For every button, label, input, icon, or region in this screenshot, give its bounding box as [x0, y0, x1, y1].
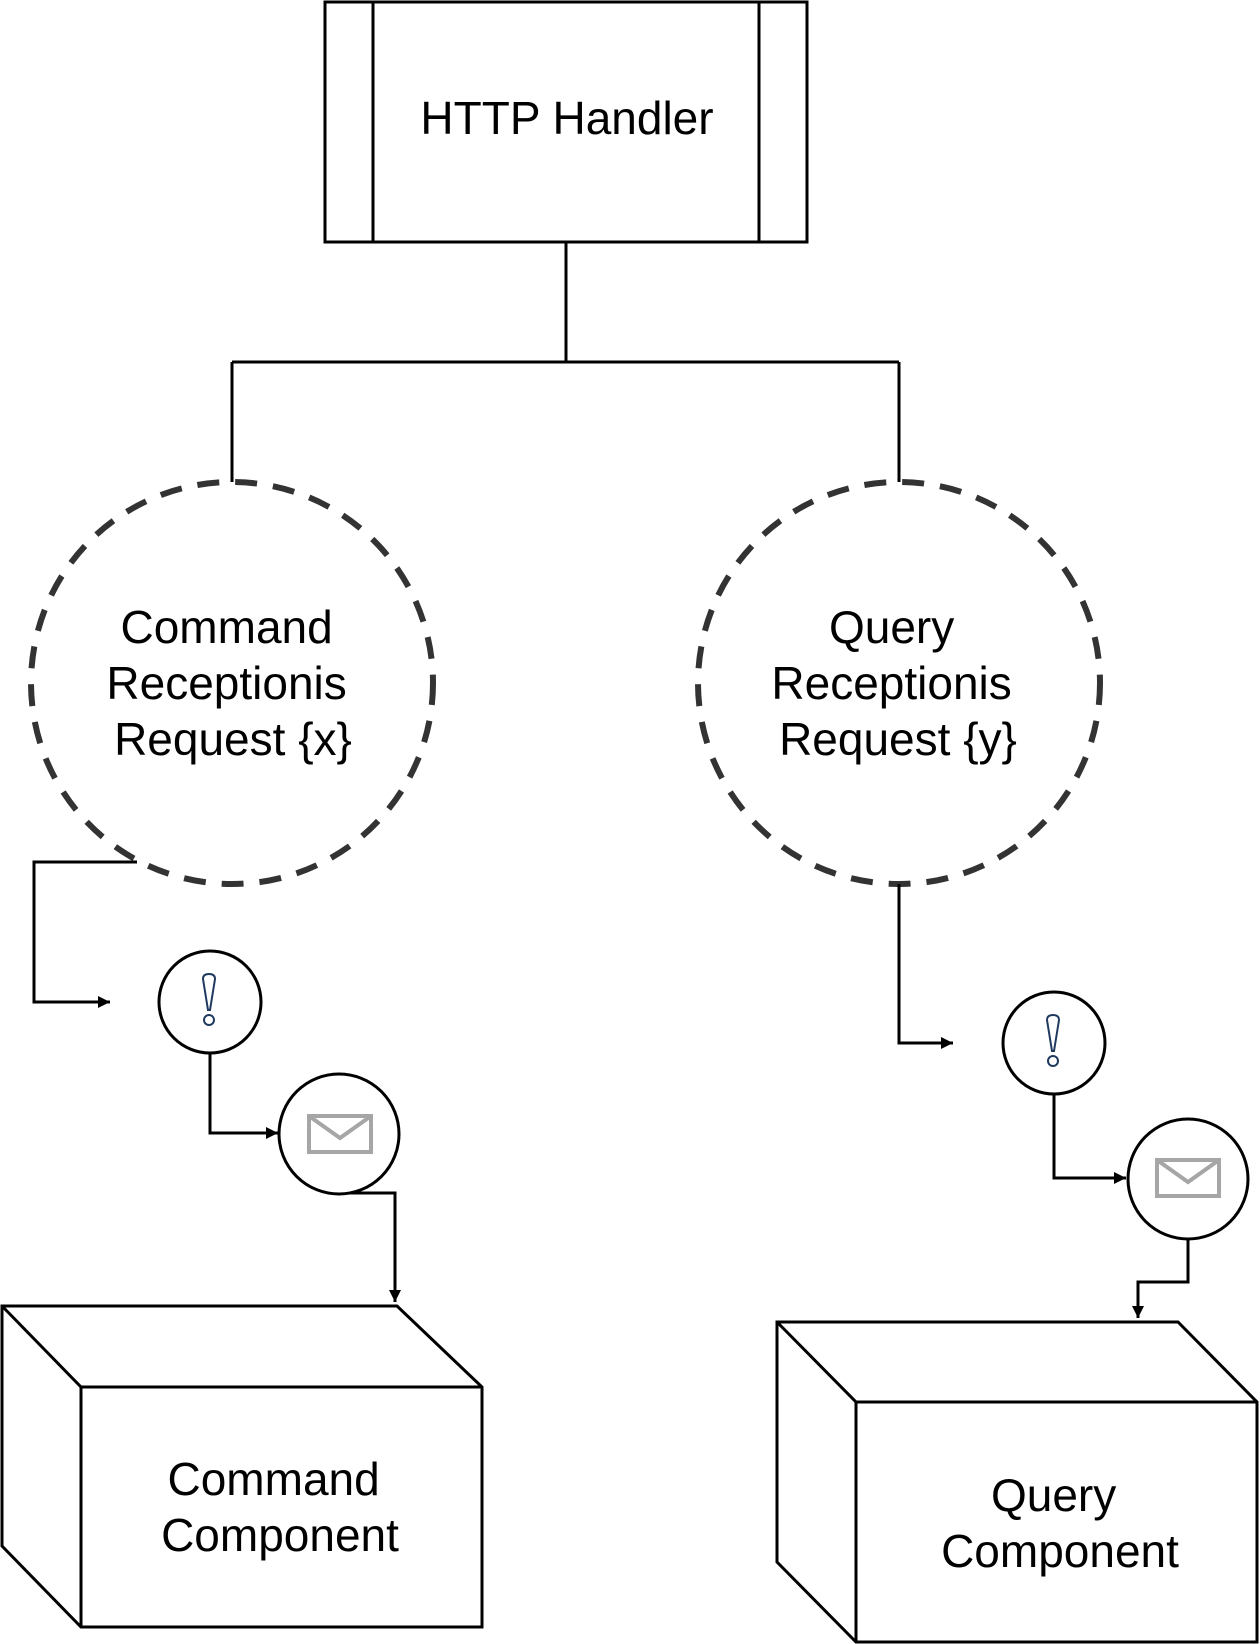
query-request-line-1: Query	[829, 601, 954, 653]
query-message-node[interactable]	[1126, 1117, 1250, 1241]
svg-text:Command Component: Command Component	[161, 1453, 399, 1561]
svg-text:Command Receptionis: Command Receptionis Request {x}	[106, 601, 359, 765]
connector-handler-split	[230, 242, 901, 482]
query-component-line-2: Component	[941, 1525, 1179, 1577]
exclamation-icon	[201, 972, 217, 1026]
envelope-icon	[307, 1114, 373, 1154]
command-request-line-1: Command	[121, 601, 333, 653]
query-request-node[interactable]: Query Receptionis Request {y}	[695, 479, 1103, 887]
query-request-line-3: Request {y}	[779, 713, 1017, 765]
command-event-node[interactable]	[157, 949, 263, 1055]
query-event-node[interactable]	[1001, 990, 1107, 1096]
connector-command-message-to-component	[341, 1191, 401, 1302]
connector-query-message-to-component	[1132, 1240, 1190, 1318]
connector-command-request-to-event	[32, 860, 137, 1008]
query-request-line-2: Receptionis	[771, 657, 1011, 709]
connector-command-event-to-message	[208, 1050, 278, 1139]
connector-query-request-to-event	[897, 884, 953, 1049]
svg-text:Query Component: Query Component	[941, 1469, 1179, 1577]
command-component-line-1: Command	[168, 1453, 380, 1505]
envelope-icon	[1155, 1158, 1221, 1198]
command-request-line-3: Request {x}	[114, 713, 352, 765]
exclamation-icon	[1045, 1013, 1061, 1067]
connector-query-event-to-message	[1052, 1095, 1126, 1184]
http-handler-label: HTTP Handler	[420, 92, 713, 144]
command-component-line-2: Component	[161, 1509, 399, 1561]
command-message-node[interactable]	[277, 1072, 401, 1196]
svg-text:Query Receptionis: Query Receptionis Request {y}	[771, 601, 1024, 765]
query-component-line-1: Query	[991, 1469, 1116, 1521]
command-request-node[interactable]: Command Receptionis Request {x}	[28, 479, 436, 887]
query-component-node[interactable]: Query Component	[775, 1320, 1259, 1644]
http-handler-node[interactable]: HTTP Handler	[323, 0, 809, 244]
command-component-node[interactable]: Command Component	[0, 1304, 484, 1629]
command-request-line-2: Receptionis	[106, 657, 346, 709]
